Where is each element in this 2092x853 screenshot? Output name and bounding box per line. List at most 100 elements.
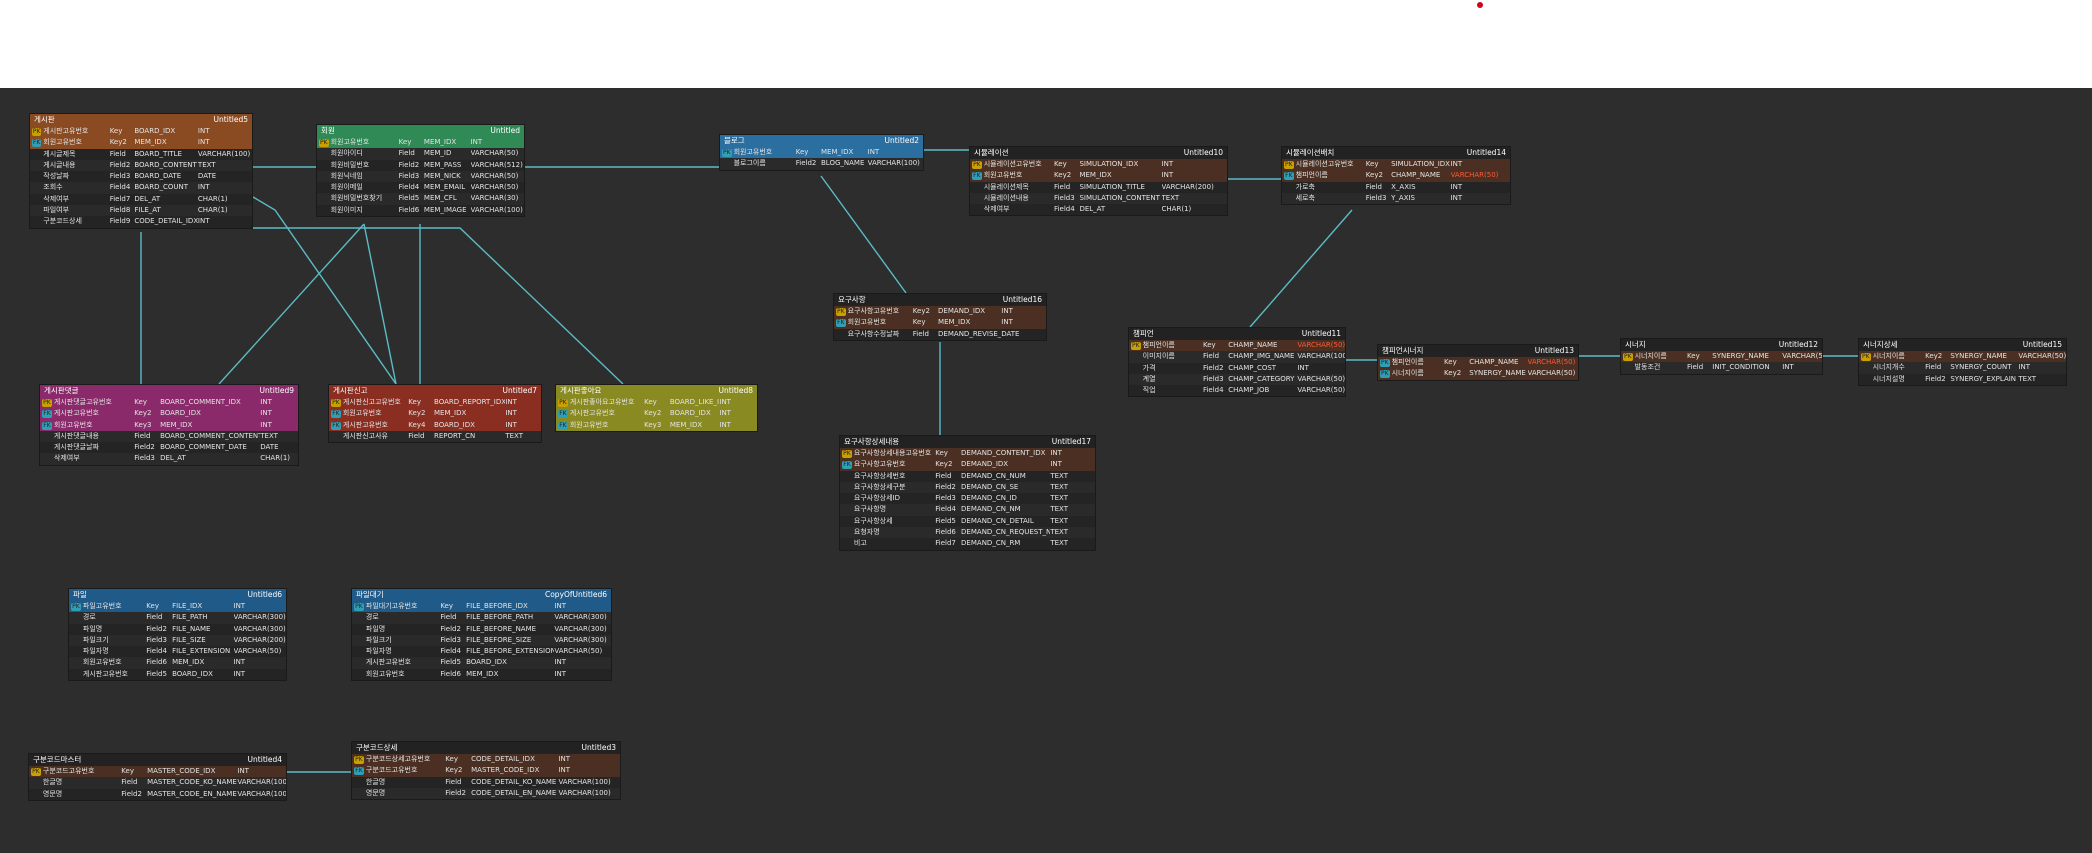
table-row[interactable]: 파일명Field2FILE_BEFORE_NAMEVARCHAR(300) <box>352 623 611 635</box>
entity-table-cp[interactable]: 파일대기CopyOfUntitled6PK파일대기고유번호KeyFILE_BEF… <box>351 588 612 682</box>
table-row[interactable]: 조회수Field4BOARD_COUNTINT <box>30 182 252 194</box>
table-row[interactable]: 삭제여부Field3DEL_ATCHAR(1) <box>40 453 298 465</box>
entity-table-t8[interactable]: 게시판좋아요Untitled8PK게시판좋아요고유번호KeyBOARD_LIKE… <box>555 384 758 432</box>
table-row[interactable]: 삭제여부Field4DEL_ATCHAR(1) <box>970 204 1227 216</box>
table-row[interactable]: FK게시판고유번호Key2BOARD_IDXINT <box>556 408 757 420</box>
table-row[interactable]: 파일여부Field8FILE_ATCHAR(1) <box>30 205 252 217</box>
entity-table-t4[interactable]: 구분코드마스터Untitled4PK구분코드고유번호KeyMASTER_CODE… <box>28 753 287 801</box>
table-row[interactable]: 경로FieldFILE_BEFORE_PATHVARCHAR(300) <box>352 612 611 624</box>
table-row[interactable]: PK시너지이름Key2SYNERGY_NAMEVARCHAR(50) <box>1859 351 2066 363</box>
table-row[interactable]: 삭제여부Field7DEL_ATCHAR(1) <box>30 193 252 206</box>
table-row[interactable]: 요구사항상세IDField3DEMAND_CN_IDTEXT <box>840 493 1095 505</box>
table-row[interactable]: PK챔피언이름KeyCHAMP_NAMEVARCHAR(50) <box>1378 357 1578 369</box>
table-row[interactable]: FK구분코드고유번호Key2MASTER_CODE_IDXINT <box>352 765 620 777</box>
table-row[interactable]: PK시너지이름KeySYNERGY_NAMEVARCHAR(50) <box>1621 351 1822 363</box>
table-row[interactable]: 게시판고유번호Field5BOARD_IDXINT <box>352 657 611 669</box>
table-row[interactable]: FK회원고유번호Key2MEM_IDXINT <box>30 137 252 149</box>
entity-table-t2[interactable]: 블로그Untitled2PK회원고유번호KeyMEM_IDXINT블로그이름Fi… <box>719 134 924 171</box>
table-row[interactable]: PK요구사항상세내용고유번호KeyDEMAND_CONTENT_IDXINT <box>840 448 1095 460</box>
table-row[interactable]: PK게시판고유번호KeyBOARD_IDXINT <box>30 126 252 138</box>
entity-table-t12[interactable]: 시너지Untitled12PK시너지이름KeySYNERGY_NAMEVARCH… <box>1620 338 1823 375</box>
table-row[interactable]: FK회원고유번호KeyMEM_IDXINT <box>834 317 1046 329</box>
table-header[interactable]: 파일대기CopyOfUntitled6 <box>352 589 611 601</box>
entity-table-t9[interactable]: 게시판댓글Untitled9PK게시판댓글고유번호KeyBOARD_COMMEN… <box>39 384 299 466</box>
table-header[interactable]: 게시판Untitled5 <box>30 114 252 126</box>
table-row[interactable]: PK회원고유번호KeyMEM_IDXINT <box>720 147 923 159</box>
entity-table-t11[interactable]: 챔피언Untitled11PK챔피언이름KeyCHAMP_NAMEVARCHAR… <box>1128 327 1346 398</box>
table-row[interactable]: PK구분코드상세고유번호KeyCODE_DETAIL_IDXINT <box>352 754 620 766</box>
table-row[interactable]: PK요구사항고유번호Key2DEMAND_IDXINT <box>834 306 1046 318</box>
table-row[interactable]: 회원이미지Field6MEM_IMAGEVARCHAR(100) <box>317 204 524 217</box>
table-row[interactable]: 요청자명Field6DEMAND_CN_REQUEST_NMTEXT <box>840 527 1095 539</box>
table-row[interactable]: 게시판댓글날짜Field2BOARD_COMMENT_DATEDATE <box>40 442 298 454</box>
entity-table-t14[interactable]: 시뮬레이션배치Untitled14PK시뮬레이션고유번호KeySIMULATIO… <box>1281 146 1511 206</box>
table-row[interactable]: PK챔피언이름KeyCHAMP_NAMEVARCHAR(50) <box>1129 340 1345 352</box>
table-row[interactable]: FK챔피언이름Key2CHAMP_NAMEVARCHAR(50) <box>1282 170 1510 182</box>
table-header[interactable]: 파일Untitled6 <box>69 589 286 601</box>
table-row[interactable]: 파일자명Field4FILE_EXTENSIONVARCHAR(50) <box>69 646 286 658</box>
table-row[interactable]: PK구분코드고유번호KeyMASTER_CODE_IDXINT <box>29 766 286 778</box>
table-header[interactable]: 시뮬레이션Untitled10 <box>970 147 1227 159</box>
table-header[interactable]: 요구사항Untitled16 <box>834 294 1046 306</box>
table-row[interactable]: FK회원고유번호Key2MEM_IDXINT <box>970 170 1227 182</box>
table-header[interactable]: 게시판신고Untitled7 <box>329 385 541 397</box>
table-header[interactable]: 시너지상세Untitled15 <box>1859 339 2066 351</box>
table-header[interactable]: 게시판댓글Untitled9 <box>40 385 298 397</box>
table-row[interactable]: 요구사항상세Field5DEMAND_CN_DETAILTEXT <box>840 515 1095 528</box>
table-row[interactable]: 요구사항수정날짜FieldDEMAND_REVISE_DATEDATE <box>834 328 1046 340</box>
table-row[interactable]: 파일자명Field4FILE_BEFORE_EXTENSIONVARCHAR(5… <box>352 646 611 658</box>
table-row[interactable]: 직업Field4CHAMP_JOBVARCHAR(50) <box>1129 385 1345 397</box>
table-row[interactable]: PK시너지이름Key2SYNERGY_NAMEVARCHAR(50) <box>1378 368 1578 380</box>
entity-table-t6[interactable]: 파일Untitled6PK파일고유번호KeyFILE_IDXINT경로Field… <box>68 588 287 682</box>
table-row[interactable]: 한글명FieldMASTER_CODE_KO_NAMEVARCHAR(100) <box>29 777 286 789</box>
table-row[interactable]: FK회원고유번호Key2MEM_IDXINT <box>329 408 541 420</box>
entity-table-t[interactable]: 회원UntitledPK회원고유번호KeyMEM_IDXINT회원아이디Fiel… <box>316 124 525 218</box>
table-row[interactable]: 세로축Field3Y_AXISINT <box>1282 192 1510 205</box>
table-row[interactable]: PK파일대기고유번호KeyFILE_BEFORE_IDXINT <box>352 601 611 613</box>
table-row[interactable]: PK게시판좋아요고유번호KeyBOARD_LIKE_IDXINT <box>556 397 757 409</box>
table-row[interactable]: 파일명Field2FILE_NAMEVARCHAR(300) <box>69 623 286 635</box>
table-row[interactable]: 요구사항명Field4DEMAND_CN_NMTEXT <box>840 504 1095 516</box>
table-row[interactable]: 회원고유번호Field6MEM_IDXINT <box>352 668 611 681</box>
table-row[interactable]: 가격Field2CHAMP_COSTINT <box>1129 362 1345 374</box>
table-row[interactable]: 회원고유번호Field6MEM_IDXINT <box>69 657 286 669</box>
entity-table-t5[interactable]: 게시판Untitled5PK게시판고유번호KeyBOARD_IDXINTFK회원… <box>29 113 253 229</box>
table-header[interactable]: 시너지Untitled12 <box>1621 339 1822 351</box>
table-row[interactable]: PK시뮬레이션고유번호KeySIMULATION_IDXINT <box>970 159 1227 171</box>
table-row[interactable]: 회원닉네임Field3MEM_NICKVARCHAR(50) <box>317 170 524 183</box>
table-row[interactable]: 게시판댓글내용FieldBOARD_COMMENT_CONTENTTEXT <box>40 430 298 443</box>
table-row[interactable]: PK게시판댓글고유번호KeyBOARD_COMMENT_IDXINT <box>40 397 298 409</box>
table-row[interactable]: 요구사항상세구분Field2DEMAND_CN_SETEXT <box>840 481 1095 494</box>
table-row[interactable]: 게시글내용Field2BOARD_CONTENTTEXT <box>30 159 252 172</box>
table-row[interactable]: 한글명FieldCODE_DETAIL_KO_NAMEVARCHAR(100) <box>352 776 620 788</box>
table-row[interactable]: 시너지개수FieldSYNERGY_COUNTINT <box>1859 362 2066 374</box>
table-header[interactable]: 시뮬레이션배치Untitled14 <box>1282 147 1510 159</box>
table-header[interactable]: 요구사항상세내용Untitled17 <box>840 436 1095 448</box>
table-row[interactable]: 블로그이름Field2BLOG_NAMEVARCHAR(100) <box>720 158 923 170</box>
table-row[interactable]: 시너지설명Field2SYNERGY_EXPLAINTEXT <box>1859 373 2066 385</box>
table-header[interactable]: 블로그Untitled2 <box>720 135 923 147</box>
table-header[interactable]: 게시판좋아요Untitled8 <box>556 385 757 397</box>
entity-table-t10[interactable]: 시뮬레이션Untitled10PK시뮬레이션고유번호KeySIMULATION_… <box>969 146 1228 217</box>
table-row[interactable]: 구분코드상세Field9CODE_DETAIL_IDXINT <box>30 216 252 228</box>
table-header[interactable]: 챔피언시너지Untitled13 <box>1378 345 1578 357</box>
entity-table-t16[interactable]: 요구사항Untitled16PK요구사항고유번호Key2DEMAND_IDXIN… <box>833 293 1047 341</box>
table-row[interactable]: 시뮬레이션내용Field3SIMULATION_CONTENTTEXT <box>970 192 1227 205</box>
entity-table-t15[interactable]: 시너지상세Untitled15PK시너지이름Key2SYNERGY_NAMEVA… <box>1858 338 2067 386</box>
table-header[interactable]: 회원Untitled <box>317 125 524 137</box>
table-row[interactable]: FK게시판고유번호Key2BOARD_IDXINT <box>40 408 298 420</box>
table-row[interactable]: 회원비밀번호Field2MEM_PASSVARCHAR(512) <box>317 159 524 171</box>
table-row[interactable]: FK회원고유번호Key3MEM_IDXINT <box>556 419 757 431</box>
table-row[interactable]: 발동조건FieldINIT_CONDITIONINT <box>1621 362 1822 374</box>
table-row[interactable]: 계열Field3CHAMP_CATEGORYVARCHAR(50) <box>1129 373 1345 386</box>
table-row[interactable]: 게시판고유번호Field5BOARD_IDXINT <box>69 668 286 681</box>
table-row[interactable]: FK회원고유번호Key3MEM_IDXINT <box>40 419 298 431</box>
table-row[interactable]: FK요구사항고유번호Key2DEMAND_IDXINT <box>840 459 1095 471</box>
table-row[interactable]: 요구사항상세번호FieldDEMAND_CN_NUMTEXT <box>840 470 1095 482</box>
table-header[interactable]: 챔피언Untitled11 <box>1129 328 1345 340</box>
table-row[interactable]: PK시뮬레이션고유번호KeySIMULATION_IDXINT <box>1282 159 1510 171</box>
table-row[interactable]: 파일크기Field3FILE_SIZEVARCHAR(200) <box>69 634 286 647</box>
table-row[interactable]: 회원이메일Field4MEM_EMAILVARCHAR(50) <box>317 182 524 194</box>
entity-table-t13[interactable]: 챔피언시너지Untitled13PK챔피언이름KeyCHAMP_NAMEVARC… <box>1377 344 1579 381</box>
table-row[interactable]: 게시판신고사유FieldREPORT_CNTEXT <box>329 430 541 443</box>
